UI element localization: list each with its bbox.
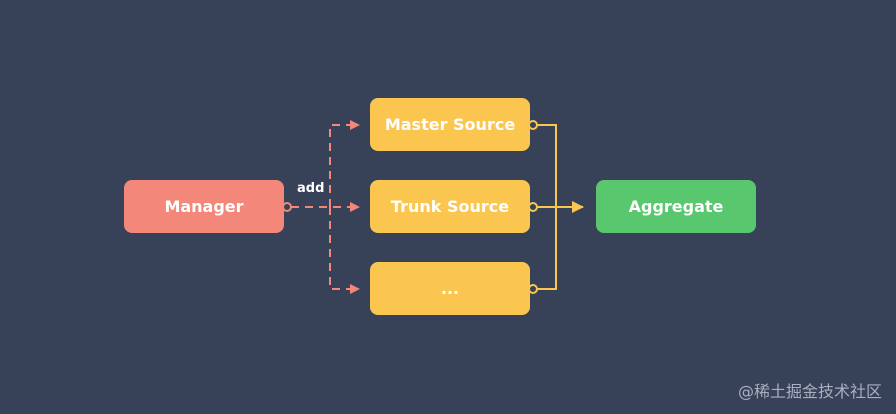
connector-manager-to-ellipsis [329, 207, 360, 294]
trunk-source-port [528, 202, 538, 212]
watermark: @稀土掘金技术社区 [737, 382, 882, 401]
aggregate-connectors [537, 124, 584, 290]
trunk-source-label: Trunk Source [390, 197, 510, 216]
ellipsis-source-label: ... [440, 279, 460, 298]
connector-manager-to-master [329, 120, 360, 207]
aggregate-node: Aggregate [596, 180, 756, 233]
ellipsis-source-node: ... [370, 262, 530, 315]
master-source-label: Master Source [384, 115, 516, 134]
add-edge-label: add [297, 181, 325, 196]
manager-label: Manager [164, 197, 244, 216]
master-source-port [528, 120, 538, 130]
add-connectors [291, 120, 360, 294]
manager-port [282, 202, 292, 212]
aggregate-label: Aggregate [628, 197, 724, 216]
manager-node: Manager [124, 180, 284, 233]
master-source-node: Master Source [370, 98, 530, 151]
ellipsis-source-port [528, 284, 538, 294]
trunk-source-node: Trunk Source [370, 180, 530, 233]
